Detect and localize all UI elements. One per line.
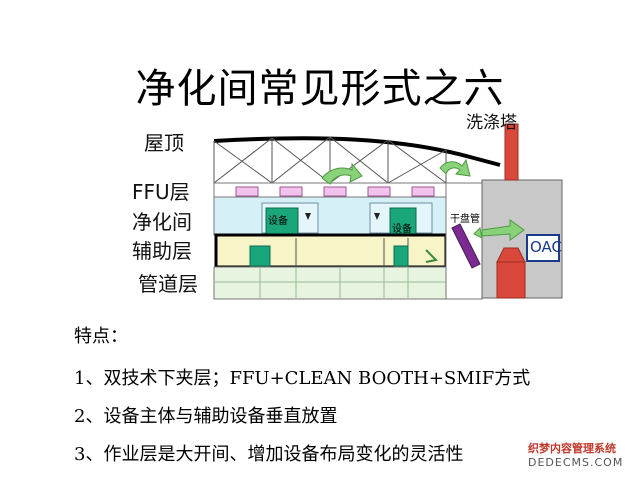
layer-label-clean-room: 净化间 <box>132 210 192 234</box>
ffu-unit <box>235 186 259 197</box>
equipment-label: 设备 <box>268 216 288 227</box>
page-title: 净化间常见形式之六 <box>135 66 505 112</box>
watermark-line2: DEDECMS.COM <box>528 456 624 469</box>
watermark-line1: 织梦内容管理系统 <box>528 442 616 455</box>
dry-coil-label: 干盘管 <box>450 214 480 225</box>
washing-tower-label: 洗涤塔 <box>466 113 517 133</box>
roof-line <box>213 136 501 167</box>
feature-item: 2、设备主体与辅助设备垂直放置 <box>74 406 338 427</box>
airflow-arrow <box>481 219 525 241</box>
aux-equipment-unit <box>249 245 271 267</box>
layer-label-pipe: 管道层 <box>138 272 198 296</box>
layer-label-aux: 辅助层 <box>132 239 192 263</box>
ffu-units <box>235 186 435 197</box>
layer-label-ffu: FFU层 <box>132 180 190 204</box>
watermark: 织梦内容管理系统 DEDECMS.COM <box>528 442 636 472</box>
ffu-unit <box>367 186 391 197</box>
down-arrow-icon <box>374 213 380 220</box>
ffu-unit <box>323 186 347 197</box>
oac-label: OAC <box>530 238 563 256</box>
equipment-unit <box>389 207 417 235</box>
washing-tower-stack <box>504 123 519 181</box>
equipment-label: 设备 <box>392 224 412 235</box>
airflow-arrow <box>473 226 483 239</box>
dry-coil <box>451 223 481 269</box>
feature-item: 3、作业层是大开间、增加设备布局变化的灵活性 <box>74 444 464 465</box>
oac-unit <box>526 234 560 262</box>
ffu-unit <box>279 186 303 197</box>
down-arrow-icon <box>305 213 311 220</box>
washing-tower-body <box>496 261 526 299</box>
aux-equipment-unit <box>393 245 409 267</box>
airflow-arrow <box>321 162 363 185</box>
layer-label-roof: 屋顶 <box>144 131 184 155</box>
ffu-unit <box>411 186 435 197</box>
airflow-arrow <box>439 158 471 177</box>
feature-item: 1、双技术下夹层；FFU+CLEAN BOOTH+SMIF方式 <box>74 368 531 389</box>
features-heading: 特点： <box>74 326 128 347</box>
washing-tower-cone <box>496 247 526 263</box>
aux-return-arrow <box>425 249 439 263</box>
pipe-layer <box>213 266 447 300</box>
